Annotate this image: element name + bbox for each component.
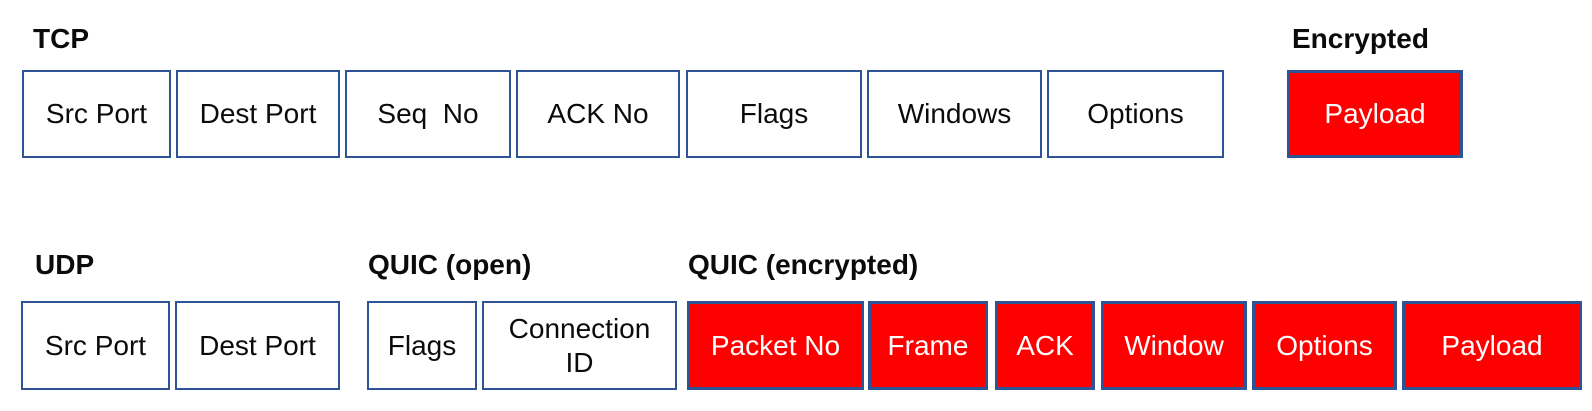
quic-encrypted-field-packet-no: Packet No: [687, 301, 864, 390]
tcp-field-seq-no: Seq No: [345, 70, 511, 158]
quic-open-label: QUIC (open): [368, 249, 532, 280]
quic-open-field-connection-id: Connection ID: [482, 301, 677, 390]
tcp-field-src-port: Src Port: [22, 70, 171, 158]
quic-encrypted-field-ack: ACK: [995, 301, 1095, 390]
tcp-field-dest-port: Dest Port: [176, 70, 340, 158]
encrypted-field-payload: Payload: [1287, 70, 1463, 158]
udp-field-dest-port: Dest Port: [175, 301, 340, 390]
tcp-label: TCP: [33, 23, 89, 54]
tcp-field-ack-no: ACK No: [516, 70, 680, 158]
encrypted-label: Encrypted: [1292, 23, 1429, 54]
quic-encrypted-field-window: Window: [1101, 301, 1247, 390]
quic-open-field-flags: Flags: [367, 301, 477, 390]
quic-encrypted-label: QUIC (encrypted): [688, 249, 919, 280]
udp-field-src-port: Src Port: [21, 301, 170, 390]
quic-encrypted-field-payload: Payload: [1402, 301, 1582, 390]
tcp-field-options: Options: [1047, 70, 1224, 158]
quic-encrypted-field-options: Options: [1252, 301, 1397, 390]
tcp-field-windows: Windows: [867, 70, 1042, 158]
udp-label: UDP: [35, 249, 95, 280]
quic-encrypted-field-frame: Frame: [868, 301, 988, 390]
tcp-field-flags: Flags: [686, 70, 862, 158]
